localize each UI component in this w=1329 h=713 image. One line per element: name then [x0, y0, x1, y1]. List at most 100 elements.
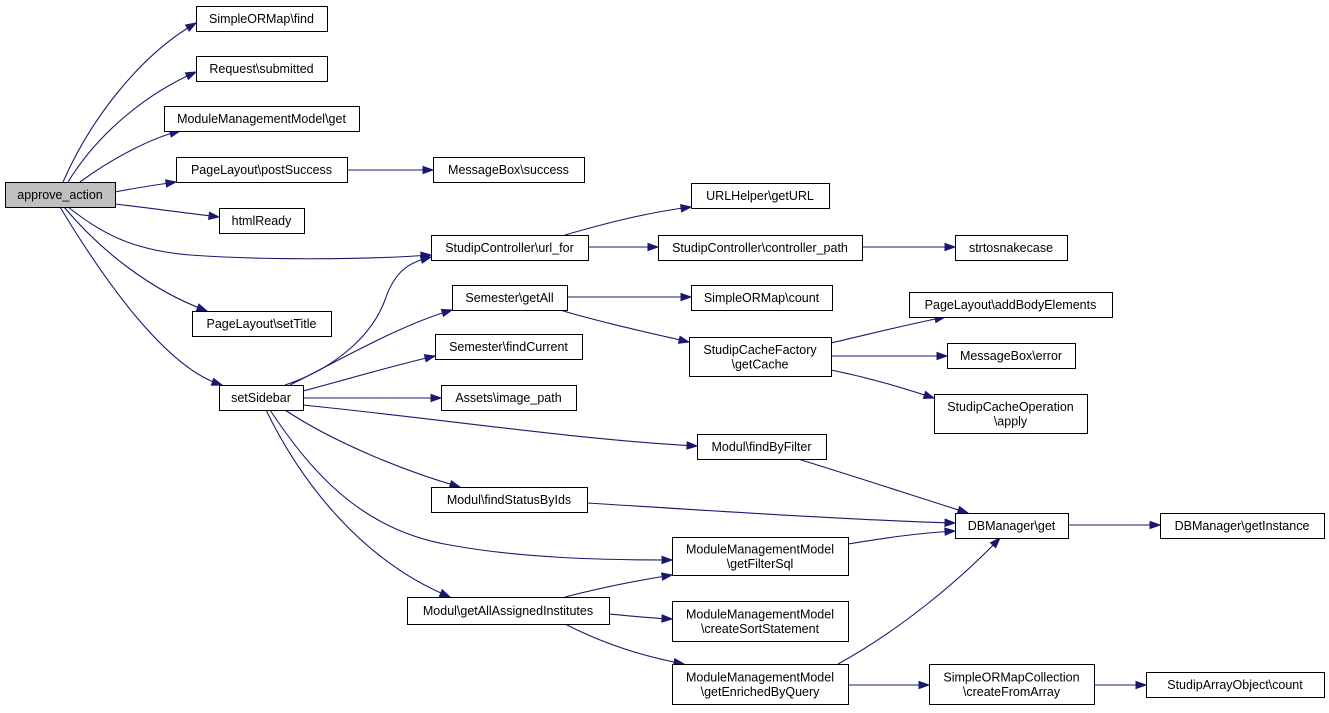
arrow-head: [680, 292, 693, 302]
node-label: ModuleManagementModel: [686, 542, 834, 556]
node-box: [431, 235, 589, 261]
node-label: Assets\image_path: [455, 391, 561, 405]
node-box: [934, 394, 1088, 434]
node-label: StudipArrayObject\count: [1167, 678, 1303, 692]
node-htmlready[interactable]: htmlReady: [219, 208, 305, 234]
node-label: \getFilterSql: [727, 557, 794, 571]
node-pl-postsuccess[interactable]: PageLayout\postSuccess: [176, 157, 348, 183]
node-label: URLHelper\getURL: [706, 189, 814, 203]
edge-line: [837, 537, 1001, 665]
edge-line: [79, 130, 181, 183]
node-label: \createSortStatement: [701, 622, 820, 636]
node-box: [909, 292, 1113, 318]
node-box: [691, 285, 833, 311]
edge-line: [265, 409, 451, 598]
arrow-head: [956, 505, 970, 514]
nodes-layer: approve_action SimpleORMap\findRequest\su…: [5, 6, 1325, 705]
node-box: [5, 182, 116, 208]
node-modul-findbyfilter[interactable]: Modul\findByFilter: [697, 434, 827, 460]
node-sao-count[interactable]: StudipArrayObject\count: [1146, 672, 1325, 698]
node-pl-addbody[interactable]: PageLayout\addBodyElements: [909, 292, 1113, 318]
node-label: Modul\findByFilter: [711, 440, 811, 454]
node-box: [955, 235, 1068, 261]
edge-line: [269, 409, 673, 561]
node-label: MessageBox\error: [960, 349, 1062, 363]
node-box: [672, 664, 849, 705]
edge-line: [564, 623, 685, 665]
edge-line: [302, 355, 436, 392]
edge-modul_findbyfilter-to-dbm_get: [797, 458, 970, 514]
edge-sc_urlfor-to-sc_controllerpath: [588, 242, 660, 252]
arrow-head: [448, 479, 462, 489]
node-label: approve_action: [17, 188, 103, 202]
node-mb-error[interactable]: MessageBox\error: [947, 343, 1076, 369]
node-req-submitted[interactable]: Request\submitted: [196, 56, 328, 82]
node-mmm-getenriched[interactable]: ModuleManagementModel\getEnrichedByQuery: [672, 664, 849, 705]
edge-approve_action-to-mmm_get: [79, 129, 182, 183]
node-label: \apply: [994, 414, 1028, 428]
node-sc-urlfor[interactable]: StudipController\url_for: [431, 235, 589, 261]
node-sem-findcurrent[interactable]: Semester\findCurrent: [435, 334, 583, 360]
node-scf-getcache[interactable]: StudipCacheFactory\getCache: [689, 337, 832, 377]
node-modul-findstatus[interactable]: Modul\findStatusByIds: [431, 487, 588, 513]
node-mb-success[interactable]: MessageBox\success: [433, 157, 585, 183]
edge-line: [302, 404, 698, 447]
node-sco-apply[interactable]: StudipCacheOperation\apply: [934, 394, 1088, 434]
node-label: \createFromArray: [963, 685, 1061, 699]
node-box: [452, 285, 568, 311]
edge-setsidebar-to-modul_getallassigned: [265, 409, 452, 598]
node-mmm-getfiltersql[interactable]: ModuleManagementModel\getFilterSql: [672, 537, 849, 576]
node-modul-getallassigned[interactable]: Modul\getAllAssignedInstitutes: [407, 597, 610, 625]
arrow-head: [423, 354, 437, 363]
edge-modul_getallassigned-to-mmm_getfiltersql: [564, 572, 674, 598]
edge-line: [114, 203, 220, 218]
node-mmm-get[interactable]: ModuleManagementModel\get: [164, 106, 360, 132]
node-label: Semester\getAll: [465, 291, 553, 305]
node-pl-settitle[interactable]: PageLayout\setTitle: [192, 311, 332, 337]
edge-dbm_get-to-dbm_getinstance: [1068, 520, 1162, 530]
node-orm-count[interactable]: SimpleORMap\count: [691, 285, 833, 311]
arrow-head: [422, 165, 435, 175]
edge-ormc_createfromarray-to-sao_count: [1094, 680, 1148, 690]
node-label: DBManager\getInstance: [1175, 519, 1310, 533]
node-mmm-createsort[interactable]: ModuleManagementModel\createSortStatemen…: [672, 601, 849, 642]
node-box: [407, 597, 610, 625]
node-sem-getall[interactable]: Semester\getAll: [452, 285, 568, 311]
node-label: \getCache: [732, 357, 789, 371]
node-approve-action[interactable]: approve_action: [5, 182, 116, 208]
node-orm-find[interactable]: SimpleORMap\find: [196, 6, 328, 32]
edge-mmm_getenriched-to-ormc_createfromarray: [848, 680, 931, 690]
arrow-head: [164, 179, 178, 188]
edge-line: [289, 309, 453, 386]
node-ormc-createfromarray[interactable]: SimpleORMapCollection\createFromArray: [929, 664, 1095, 705]
node-box: [219, 208, 305, 234]
node-box: [196, 56, 328, 82]
arrow-head: [660, 572, 674, 581]
edge-setsidebar-to-modul_findstatus: [284, 409, 462, 489]
node-assets-imagepath[interactable]: Assets\image_path: [441, 385, 577, 411]
node-box: [441, 385, 577, 411]
node-setsidebar[interactable]: setSidebar: [219, 385, 304, 411]
arrow-head: [677, 335, 691, 344]
arrow-head: [944, 242, 957, 252]
edge-setsidebar-to-mmm_getfiltersql: [269, 409, 674, 565]
edge-line: [59, 206, 223, 386]
node-sc-controllerpath[interactable]: StudipController\controller_path: [658, 235, 863, 261]
node-label: Request\submitted: [209, 62, 313, 76]
node-strtosnakecase[interactable]: strtosnakecase: [955, 235, 1068, 261]
node-dbm-get[interactable]: DBManager\get: [955, 513, 1069, 539]
node-dbm-getinstance[interactable]: DBManager\getInstance: [1160, 513, 1325, 539]
arrow-head: [184, 71, 198, 81]
edge-sc_controllerpath-to-strtosnakecase: [862, 242, 957, 252]
node-label: ModuleManagementModel: [686, 670, 834, 684]
node-urlhelper-geturl[interactable]: URLHelper\getURL: [691, 183, 830, 209]
node-label: Semester\findCurrent: [449, 340, 568, 354]
edge-scf_getcache-to-pl_addbody: [830, 314, 947, 344]
node-box: [1146, 672, 1325, 698]
node-label: MessageBox\success: [448, 163, 569, 177]
edge-modul_getallassigned-to-mmm_getenriched: [564, 623, 686, 667]
node-box: [435, 334, 583, 360]
edge-approve_action-to-orm_find: [62, 22, 198, 183]
edge-line: [564, 574, 673, 598]
